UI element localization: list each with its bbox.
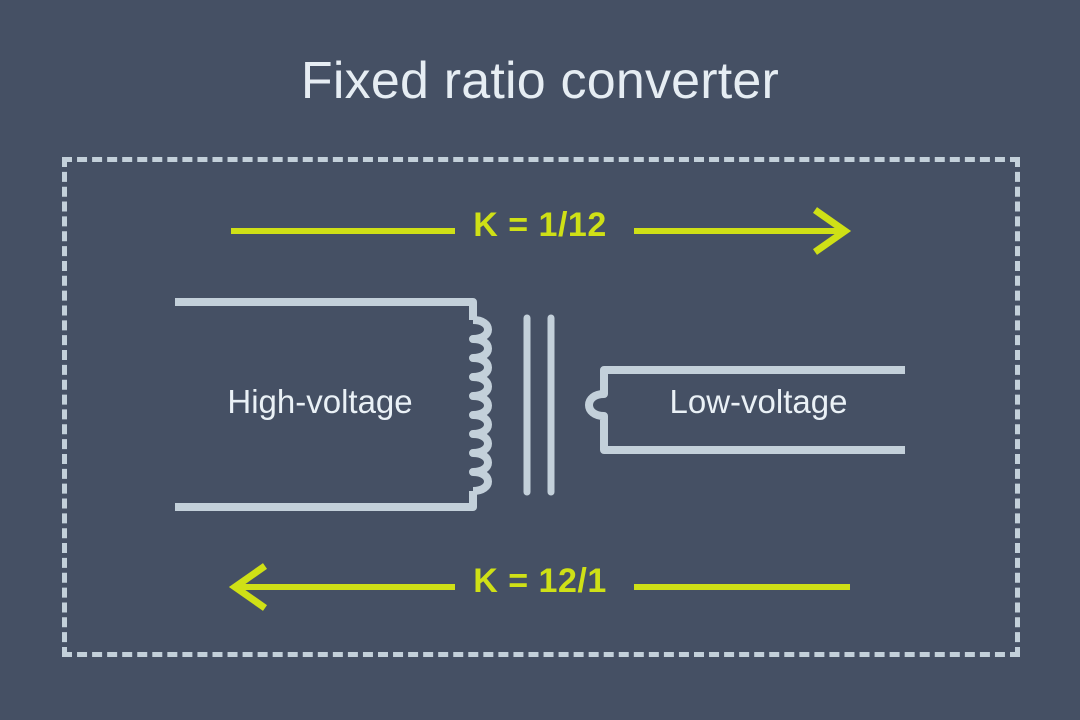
secondary-label: Low-voltage: [669, 383, 848, 420]
primary-top-lead: [175, 298, 477, 320]
primary-coil-turns: [469, 316, 492, 495]
primary-winding: [175, 298, 492, 511]
page-title: Fixed ratio converter: [300, 52, 780, 110]
bottom-flow-arrow: [228, 563, 850, 611]
transformer-core: [523, 314, 555, 496]
bottom-arrow-head-icon: [228, 563, 268, 611]
top-flow-arrow: [231, 207, 852, 255]
primary-label: High-voltage: [227, 383, 413, 420]
bottom-ratio-label: K = 12/1: [473, 562, 607, 600]
top-arrow-head-icon: [812, 207, 852, 255]
secondary-winding: [585, 366, 905, 454]
primary-bottom-lead: [175, 491, 477, 511]
secondary-coil-turn: [585, 366, 905, 454]
top-ratio-label: K = 1/12: [473, 206, 607, 244]
converter-boundary: [62, 157, 1020, 657]
